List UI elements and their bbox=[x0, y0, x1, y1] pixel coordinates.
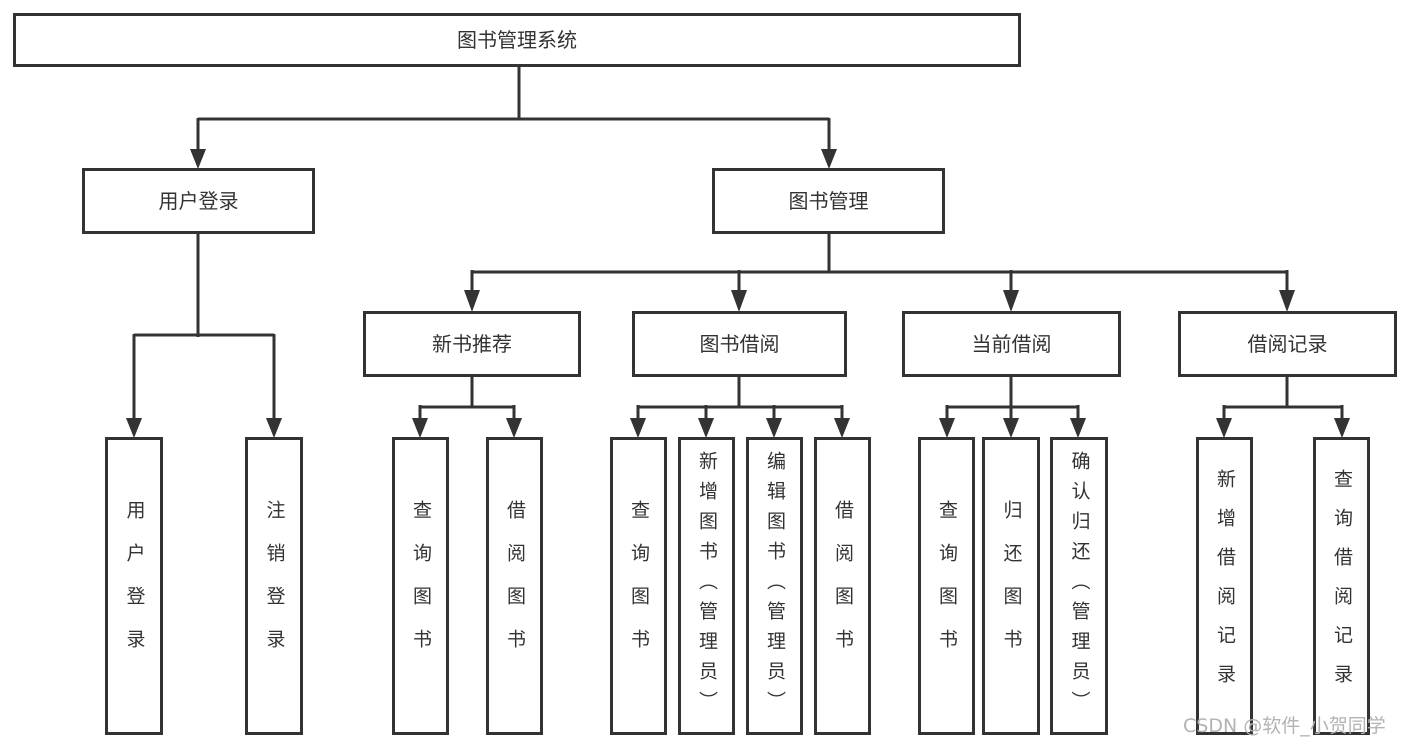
node-root-library-system: 图书管理系统 bbox=[13, 13, 1021, 67]
leaf-return-books: 归还图书 bbox=[982, 437, 1040, 735]
node-current-borrow: 当前借阅 bbox=[902, 311, 1121, 377]
connector-line-group bbox=[132, 67, 1344, 419]
leaf-add-borrow-record: 新增借阅记录 bbox=[1196, 437, 1253, 735]
node-book-management: 图书管理 bbox=[712, 168, 945, 234]
leaf-user-login: 用户登录 bbox=[105, 437, 163, 735]
leaf-borrow-books-recommend: 借阅图书 bbox=[486, 437, 543, 735]
node-book-borrow: 图书借阅 bbox=[632, 311, 847, 377]
leaf-query-borrow-record: 查询借阅记录 bbox=[1313, 437, 1370, 735]
leaf-query-books-borrow: 查询图书 bbox=[610, 437, 667, 735]
leaf-query-books-recommend: 查询图书 bbox=[392, 437, 449, 735]
leaf-edit-books-admin: 编辑图书（管理员） bbox=[746, 437, 803, 735]
leaf-borrow-books: 借阅图书 bbox=[814, 437, 871, 735]
leaf-query-books-current: 查询图书 bbox=[918, 437, 975, 735]
arrowhead-group bbox=[126, 149, 1350, 438]
csdn-watermark: CSDN @软件_小贺同学 bbox=[1183, 715, 1386, 737]
leaf-add-books-admin: 新增图书（管理员） bbox=[678, 437, 735, 735]
node-user-login: 用户登录 bbox=[82, 168, 315, 234]
leaf-confirm-return-admin: 确认归还（管理员） bbox=[1050, 437, 1108, 735]
node-borrow-records: 借阅记录 bbox=[1178, 311, 1397, 377]
node-new-book-recommend: 新书推荐 bbox=[363, 311, 581, 377]
leaf-logout: 注销登录 bbox=[245, 437, 303, 735]
